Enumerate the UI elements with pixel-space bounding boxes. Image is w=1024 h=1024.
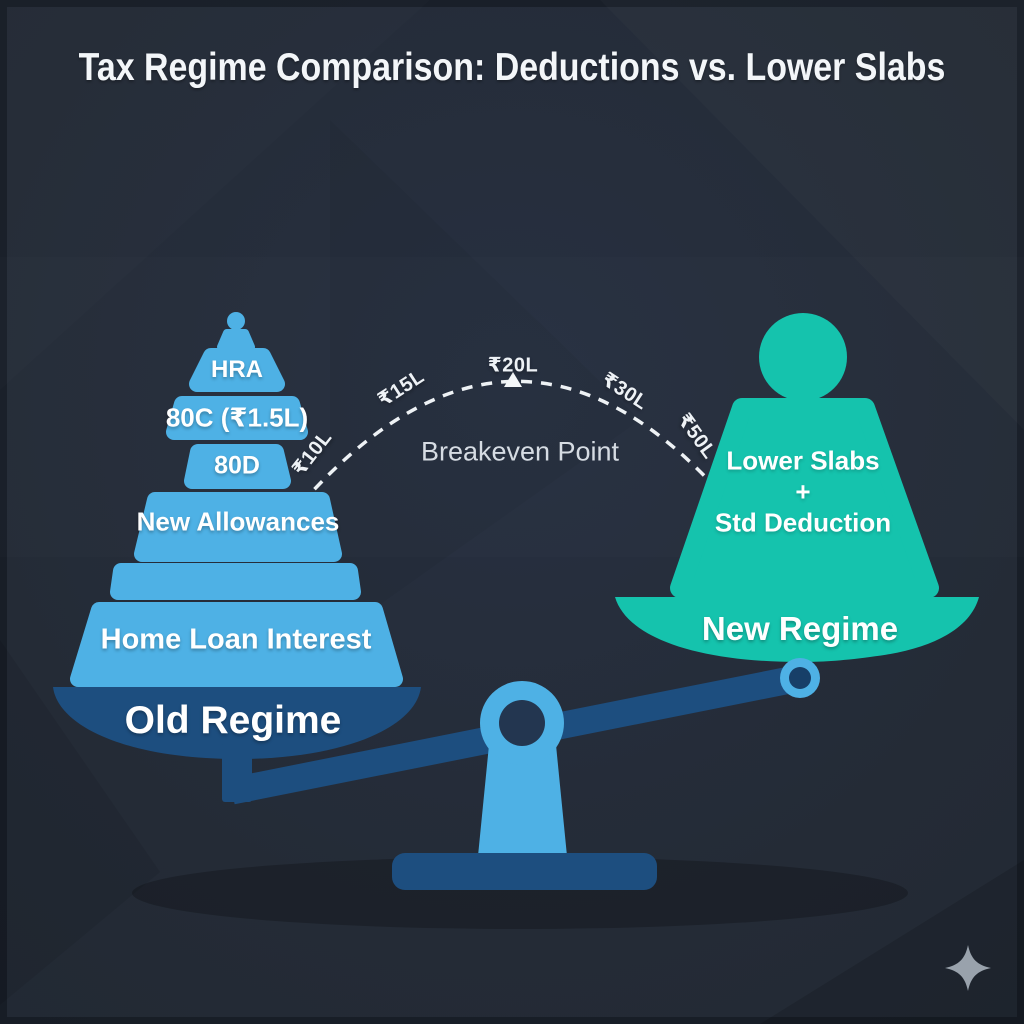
tier-80d-shape — [184, 444, 291, 489]
weight-line-1: Lower Slabs — [726, 445, 880, 476]
old-regime-pan-label: Old Regime — [124, 699, 342, 742]
breakeven-point-label: Breakeven Point — [420, 436, 620, 467]
tier-new-allowances-shape — [134, 492, 342, 562]
ground-shadow — [132, 857, 908, 929]
fulcrum-pivot-hole — [499, 700, 545, 746]
new-regime-weight-knob — [759, 313, 847, 401]
sparkle-icon — [945, 945, 991, 991]
new-regime-weight-label: Lower Slabs + Std Deduction — [715, 446, 891, 539]
tier-unlabeled-shape — [110, 563, 361, 600]
tier-80c-shape — [166, 396, 308, 440]
stack-knob-icon — [227, 312, 245, 330]
tier-hra-shape — [189, 348, 285, 392]
old-regime-stack — [70, 312, 403, 687]
milestone-20l-label: ₹20L — [487, 354, 539, 377]
tier-hra-label: HRA — [211, 356, 263, 383]
breakeven-marker-icon — [504, 372, 522, 387]
stack-knob-neck — [217, 329, 255, 351]
new-regime-pan-label: New Regime — [701, 610, 899, 647]
tier-80c-label: 80C (₹1.5L) — [165, 402, 309, 433]
old-regime-pan-stem — [222, 742, 252, 802]
beam-pivot-hole — [789, 667, 811, 689]
new-regime-weight-body — [670, 398, 939, 598]
tier-80d-label: 80D — [214, 451, 260, 480]
fulcrum-column — [478, 745, 567, 856]
fulcrum-base — [392, 853, 657, 890]
tier-new-allowances-label: New Allowances — [136, 506, 340, 537]
weight-line-3: Std Deduction — [714, 507, 892, 538]
page-title: Tax Regime Comparison: Deductions vs. Lo… — [78, 46, 946, 89]
tier-home-loan-label: Home Loan Interest — [100, 623, 372, 656]
new-regime-pan — [615, 597, 979, 662]
weight-line-2: + — [795, 476, 811, 507]
tier-home-loan-shape — [70, 602, 403, 687]
old-regime-pan — [53, 687, 421, 759]
